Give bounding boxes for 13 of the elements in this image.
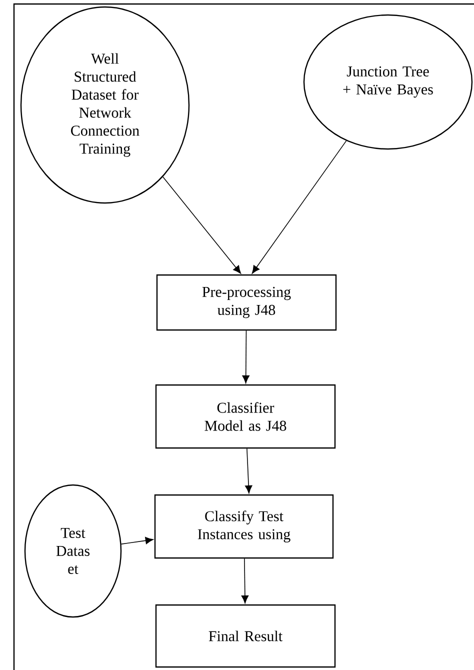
arrow [162,176,242,274]
arrow [252,140,347,274]
process-box: Final Result [155,604,336,668]
arrow [244,448,252,494]
process-box: Pre-processing using J48 [156,274,337,331]
arrow [120,536,154,544]
arrow [241,558,249,604]
oval-node: Well Structured Dataset for Network Connection Training [20,6,190,204]
oval-node: Test Datas et [24,484,122,618]
oval-node: Junction Tree + Naïve Bayes [303,14,473,150]
arrow [242,330,250,384]
process-box: Classify Test Instances using [154,494,334,559]
process-box: Classifier Model as J48 [155,384,336,449]
